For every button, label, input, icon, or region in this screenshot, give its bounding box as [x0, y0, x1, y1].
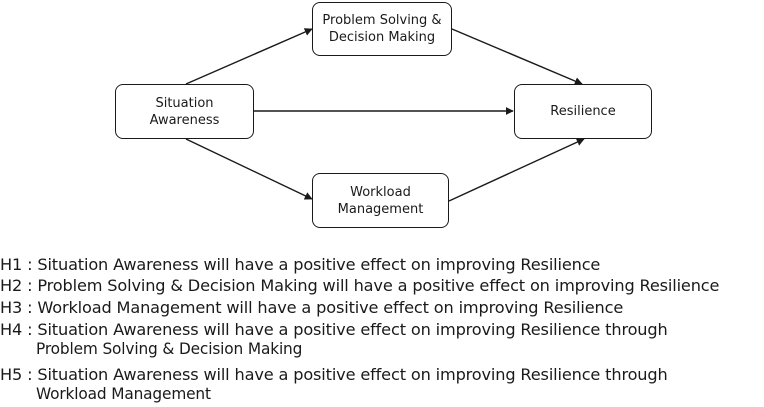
hypothesis-text: H5 : Situation Awareness will have a pos… [0, 365, 668, 384]
hypothesis-text: H4 : Situation Awareness will have a pos… [0, 320, 668, 339]
hypothesis-h5: H5 : Situation Awareness will have a pos… [0, 365, 764, 403]
node-label-line: Management [337, 201, 424, 217]
hypothesis-text: H1 : Situation Awareness will have a pos… [0, 255, 601, 274]
node-label-line: Decision Making [328, 30, 436, 45]
hypothesis-text: H2 : Problem Solving & Decision Making w… [0, 276, 720, 295]
hypothesis-h4: H4 : Situation Awareness will have a pos… [0, 320, 764, 358]
arrow-sa-to-workload [185, 138, 313, 200]
hypothesis-continuation: Problem Solving & Decision Making [36, 339, 303, 358]
hypothesis-text: H3 : Workload Management will have a pos… [0, 298, 624, 317]
arrow-workload-to-resilience [448, 138, 585, 202]
arrow-psdm-to-resilience [451, 28, 583, 85]
node-resilience: Resilience [514, 84, 652, 139]
arrow-sa-to-psdm [185, 28, 313, 85]
node-problem-solving: Problem Solving & Decision Making [312, 2, 452, 56]
diagram-canvas [185, 28, 585, 202]
node-label-line: Workload [350, 184, 411, 200]
hypothesis-h3: H3 : Workload Management will have a pos… [0, 298, 764, 317]
node-label-line: Resilience [550, 104, 616, 119]
hypothesis-continuation: Workload Management [36, 384, 211, 403]
node-label-line: Situation [155, 95, 214, 111]
hypothesis-h1: H1 : Situation Awareness will have a pos… [0, 255, 764, 274]
hypothesis-h2: H2 : Problem Solving & Decision Making w… [0, 276, 764, 295]
node-workload-management: Workload Management [312, 173, 449, 228]
node-situation-awareness: Situation Awareness [115, 84, 254, 139]
node-label-line: Problem Solving & [322, 13, 442, 28]
node-label-line: Awareness [149, 112, 220, 128]
